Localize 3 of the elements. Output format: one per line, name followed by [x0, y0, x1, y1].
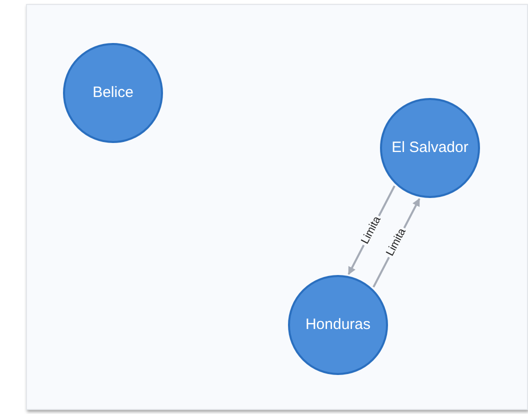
node-label: El Salvador — [390, 139, 470, 157]
node-label: Belice — [92, 84, 134, 102]
node-label: Honduras — [304, 316, 372, 334]
